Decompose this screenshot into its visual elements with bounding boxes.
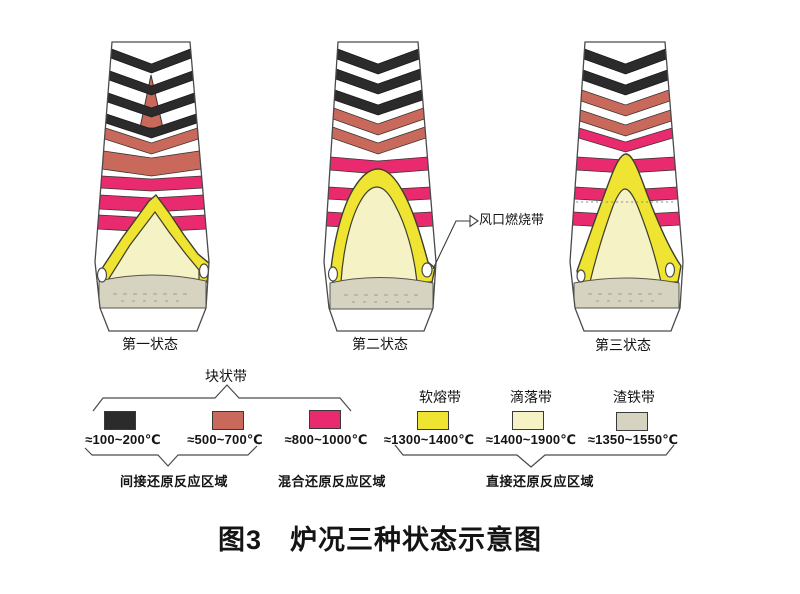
indirect-reduction-region-label: 间接还原反应区域 <box>119 474 229 489</box>
tuyere-oval <box>421 262 433 278</box>
tuyere-oval <box>327 266 339 282</box>
temp-label-5: ≈1400~1900℃ <box>485 432 577 447</box>
tuyere-oval <box>198 263 209 279</box>
furnace-state-3 <box>569 41 684 332</box>
legend-swatch-dark-red <box>212 411 244 430</box>
tuyere-annotation-label: 风口燃烧带 <box>479 212 545 227</box>
direct-region-brace <box>394 444 675 468</box>
furnace-state-1 <box>94 41 210 332</box>
state-2-label: 第二状态 <box>352 336 408 352</box>
figure-caption: 图3 炉况三种状态示意图 <box>217 525 543 555</box>
tuyere-oval <box>96 267 108 283</box>
furnace-state-2 <box>323 41 437 332</box>
legend-swatch-slag <box>616 412 648 431</box>
temp-label-2: ≈500~700℃ <box>187 432 263 447</box>
tuyere-oval <box>576 269 586 283</box>
state-3-label: 第三状态 <box>595 337 651 353</box>
legend-swatch-dripping <box>512 411 544 430</box>
indirect-region-brace <box>84 445 258 467</box>
tuyere-oval <box>664 262 676 278</box>
dripping-zone-title: 滴落带 <box>510 389 552 405</box>
cohesive-zone-title: 软熔带 <box>419 389 461 405</box>
temp-label-3: ≈800~1000℃ <box>284 432 368 447</box>
annotation-arrowhead-icon <box>469 214 479 228</box>
legend-swatch-black <box>104 411 136 430</box>
legend-swatch-cohesive <box>417 411 449 430</box>
temp-label-1: ≈100~200℃ <box>85 432 161 447</box>
annotation-leader-line <box>432 220 470 270</box>
lumpy-zone-brace <box>92 384 352 412</box>
tuyere-annotation <box>432 214 479 270</box>
mixed-reduction-region-label: 混合还原反应区域 <box>277 474 387 489</box>
lumpy-zone-title: 块状带 <box>205 368 247 384</box>
legend-braces <box>84 384 675 468</box>
temp-label-6: ≈1350~1550℃ <box>587 432 679 447</box>
temp-label-4: ≈1300~1400℃ <box>383 432 475 447</box>
slag-iron-zone-title: 渣铁带 <box>613 389 655 405</box>
state-1-label: 第一状态 <box>122 336 178 352</box>
legend-swatch-pink <box>309 410 341 429</box>
direct-reduction-region-label: 直接还原反应区域 <box>485 474 595 489</box>
